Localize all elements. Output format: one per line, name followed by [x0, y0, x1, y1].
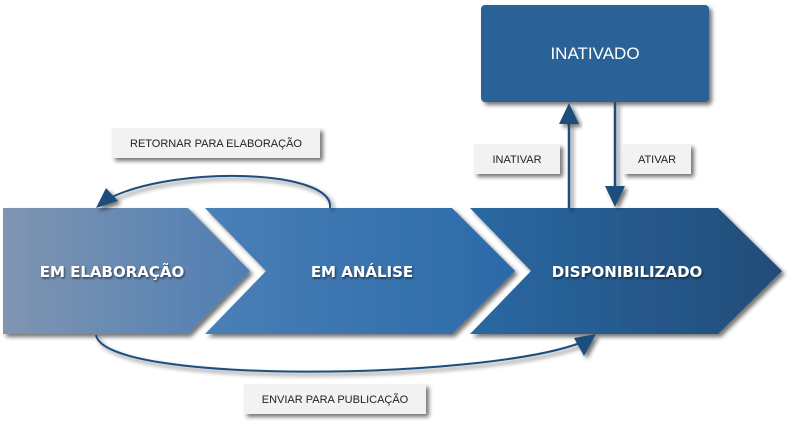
stage-disponibilizado-shape	[470, 208, 782, 334]
stage-em-elaboracao-label: EM ELABORAÇÃO	[40, 262, 185, 281]
return-arrow	[96, 174, 332, 209]
transition-return-text: RETORNAR PARA ELABORAÇÃO	[130, 137, 302, 150]
deactivate-arrow	[559, 103, 579, 208]
transition-publish-label[interactable]: ENVIAR PARA PUBLICAÇÃO	[244, 384, 426, 414]
transition-activate-box	[623, 144, 691, 174]
publish-arrow-line	[95, 334, 581, 373]
stage-disponibilizado[interactable]: DISPONIBILIZADO	[470, 208, 782, 334]
publish-arrowhead-icon	[574, 334, 596, 356]
transition-publish-box	[244, 384, 426, 414]
return-arrow-line	[111, 174, 332, 209]
transition-deactivate-label[interactable]: INATIVAR	[474, 144, 560, 174]
transition-activate-label[interactable]: ATIVAR	[623, 144, 691, 174]
stage-em-analise[interactable]: EM ANÁLISE	[205, 208, 515, 334]
stage-em-analise-shape	[205, 208, 515, 334]
return-arrowhead-icon	[96, 188, 118, 208]
transition-return-label[interactable]: RETORNAR PARA ELABORAÇÃO	[112, 128, 320, 158]
transition-deactivate-text: INATIVAR	[492, 154, 541, 166]
state-inativado-box	[481, 5, 709, 102]
activate-arrow	[605, 102, 625, 207]
publish-arrow	[95, 334, 596, 373]
transition-activate-text: ATIVAR	[638, 154, 676, 166]
state-inativado-label: INATIVADO	[550, 44, 639, 63]
transition-return-box	[112, 128, 320, 158]
transition-deactivate-box	[474, 144, 560, 174]
stage-em-elaboracao-shape	[3, 208, 250, 334]
stage-em-elaboracao[interactable]: EM ELABORAÇÃO	[3, 208, 250, 334]
stage-disponibilizado-label: DISPONIBILIZADO	[552, 263, 703, 281]
stage-em-analise-label: EM ANÁLISE	[311, 262, 413, 281]
activate-arrowhead-icon	[605, 186, 625, 207]
deactivate-arrowhead-icon	[559, 103, 579, 124]
transition-publish-text: ENVIAR PARA PUBLICAÇÃO	[262, 393, 409, 406]
state-inativado[interactable]: INATIVADO	[481, 5, 709, 102]
